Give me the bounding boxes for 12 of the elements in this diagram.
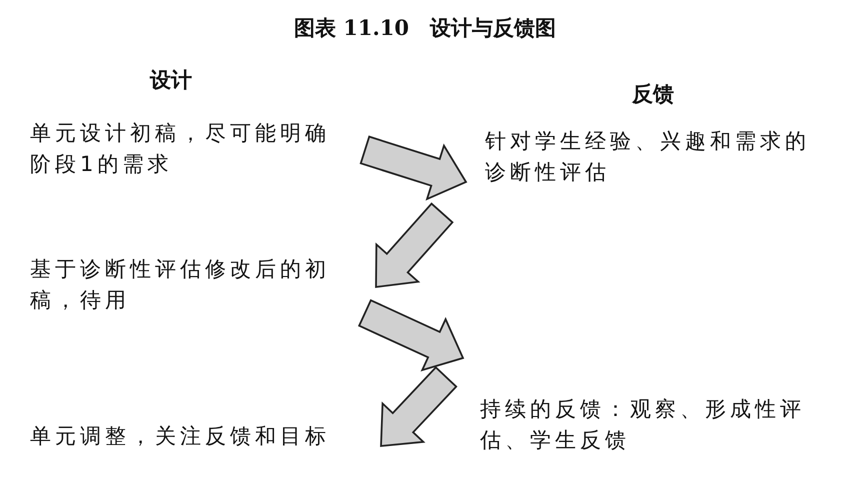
step-text: 单元设计初稿，尽可能明确阶段1的需求 [30, 120, 331, 178]
block-arrow [358, 299, 464, 372]
figure-title: 图表 11.10 设计与反馈图 [292, 14, 558, 42]
step-text: 持续的反馈：观察、形成性评估、学生反馈 [480, 396, 806, 454]
step-text: 针对学生经验、兴趣和需求的诊断性评估 [485, 128, 811, 186]
block-arrow [380, 366, 458, 447]
block-arrow [375, 202, 454, 288]
column-heading: 设计 [150, 67, 192, 94]
step-text: 基于诊断性评估修改后的初稿，待用 [30, 256, 331, 314]
step-text: 单元调整，关注反馈和目标 [30, 423, 331, 450]
column-heading: 反馈 [632, 81, 674, 108]
block-arrow [360, 136, 468, 201]
